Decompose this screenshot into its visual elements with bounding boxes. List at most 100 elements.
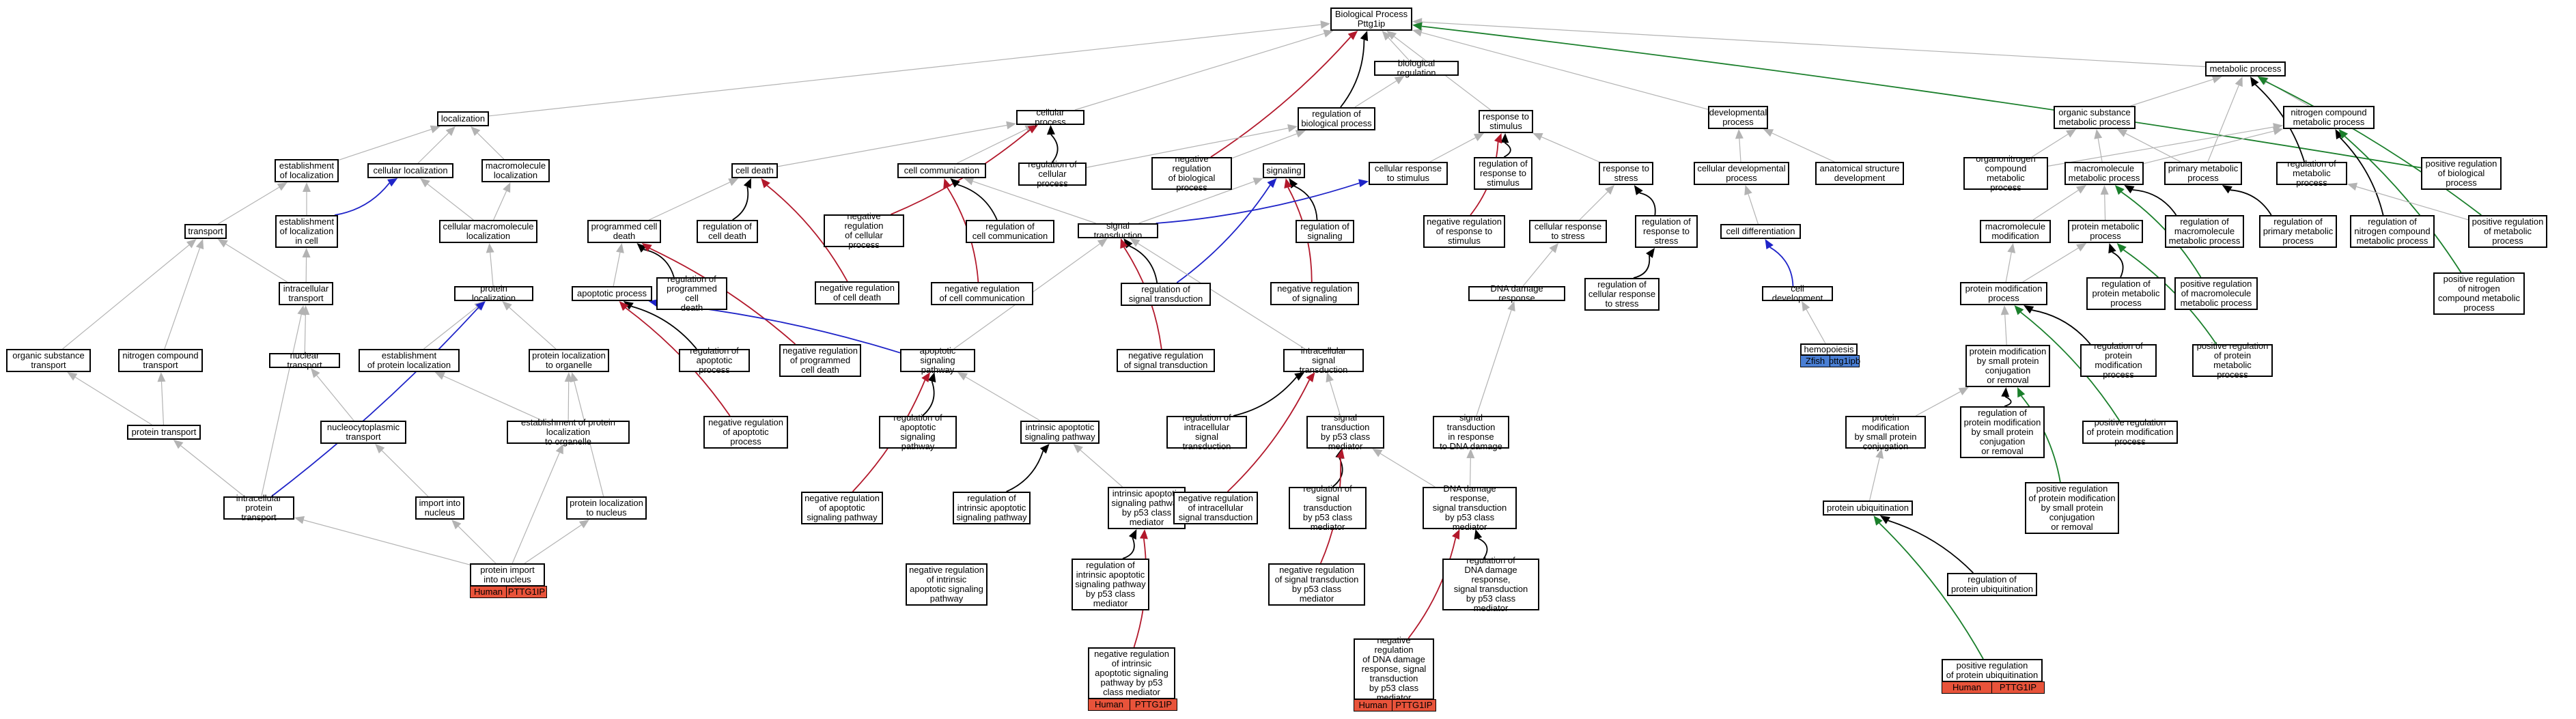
go-term-macroloc[interactable]: macromolecule localization: [481, 159, 550, 182]
go-term-celldeath[interactable]: cell death: [731, 163, 778, 178]
go-term-regprotmod[interactable]: regulation of protein modification proce…: [2080, 341, 2157, 380]
go-term-rts[interactable]: response to stimulus: [1479, 110, 1533, 133]
go-term-onmet[interactable]: organonitrogen compound metabolic proces…: [1963, 154, 2048, 193]
go-term-regintrasig[interactable]: regulation of intracellular signal trans…: [1166, 413, 1247, 451]
go-term-regpcd[interactable]: regulation of programmed cell death: [656, 274, 727, 313]
go-term-posregmacromet[interactable]: positive regulation of macromolecule met…: [2174, 277, 2258, 310]
go-term-signaling[interactable]: signaling: [1263, 163, 1305, 178]
go-term-proteintrans[interactable]: protein transport: [127, 425, 201, 440]
go-term-regbp[interactable]: regulation of biological process: [1298, 107, 1375, 130]
go-term-orgsubmet[interactable]: organic substance metabolic process: [2054, 106, 2136, 129]
go-term-regprotubiq[interactable]: regulation of protein ubiquitination: [1947, 573, 2037, 596]
go-term-ncompoundtrans[interactable]: nitrogen compound transport: [118, 349, 203, 372]
go-term-sigtransp53[interactable]: signal transduction by p53 class mediato…: [1306, 413, 1384, 451]
go-term-sigtransdna[interactable]: signal transduction in response to DNA d…: [1433, 413, 1509, 451]
go-term-negregapop[interactable]: negative regulation of apoptotic process: [703, 416, 788, 449]
go-term-ncmet[interactable]: nitrogen compound metabolic process: [2283, 106, 2375, 129]
go-term-negregapopsig[interactable]: negative regulation of apoptotic signali…: [801, 492, 883, 524]
go-term-protubiq[interactable]: protein ubiquitination: [1823, 501, 1913, 516]
go-term-negregintrinsicp53[interactable]: negative regulation of intrinsic apoptot…: [1088, 647, 1175, 699]
go-term-negregintrasig[interactable]: negative regulation of intracellular sig…: [1173, 492, 1258, 524]
go-term-protmodsmall[interactable]: protein modification by small protein co…: [1965, 345, 2050, 387]
go-term-cellmacroloc[interactable]: cellular macromolecule localization: [439, 220, 537, 243]
go-term-posregprotmod[interactable]: positive regulation of protein modificat…: [2082, 418, 2178, 447]
go-term-posregncmet[interactable]: positive regulation of nitrogen compound…: [2433, 272, 2525, 315]
go-term-regprimmet[interactable]: regulation of primary metabolic process: [2259, 215, 2337, 248]
go-term-estprotlocorg[interactable]: establishment of protein localization to…: [507, 418, 630, 447]
go-term-posregbp[interactable]: positive regulation of biological proces…: [2421, 157, 2502, 190]
go-term-pcd[interactable]: programmed cell death: [587, 220, 661, 243]
go-term-regcd[interactable]: regulation of cell death: [697, 220, 758, 243]
go-term-negregsig[interactable]: negative regulation of signaling: [1270, 282, 1359, 305]
go-term-negregcomm[interactable]: negative regulation of cell communicatio…: [931, 282, 1033, 305]
go-term-negregsigtransp53[interactable]: negative regulation of signal transducti…: [1268, 563, 1365, 606]
go-term-localization[interactable]: localization: [437, 111, 489, 126]
go-term-transport[interactable]: transport: [184, 224, 227, 239]
go-term-regrtstress[interactable]: regulation of response to stress: [1635, 215, 1698, 248]
go-term-apoptotic[interactable]: apoptotic process: [572, 286, 652, 301]
go-term-regmet[interactable]: regulation of metabolic process: [2276, 159, 2347, 188]
go-term-nucleocyto[interactable]: nucleocytoplasmic transport: [320, 421, 406, 444]
go-term-dnadamage[interactable]: DNA damage response: [1468, 284, 1565, 303]
go-term-regapopsig[interactable]: regulation of apoptotic signaling pathwa…: [879, 413, 957, 451]
go-term-rtstress[interactable]: response to stress: [1599, 162, 1653, 185]
go-term-regcrtstress[interactable]: regulation of cellular response to stres…: [1584, 278, 1660, 311]
go-term-negregsigtrans[interactable]: negative regulation of signal transducti…: [1117, 349, 1215, 372]
go-term-nucleartrans[interactable]: nuclear transport: [269, 351, 340, 370]
go-term-regsig[interactable]: regulation of signaling: [1296, 220, 1354, 243]
go-term-cellresp[interactable]: cellular response to stimulus: [1369, 162, 1448, 185]
go-term-posregprotubiq[interactable]: positive regulation of protein ubiquitin…: [1942, 659, 2043, 682]
go-term-cellloc[interactable]: cellular localization: [367, 163, 453, 178]
go-term-protimport[interactable]: protein import into nucleus: [470, 563, 545, 587]
go-term-macromet[interactable]: macromolecule metabolic process: [2064, 162, 2144, 185]
go-term-negregbp[interactable]: negative regulation of biological proces…: [1151, 154, 1232, 193]
go-term-sigtrans[interactable]: signal transduction: [1078, 221, 1158, 240]
go-term-regintrinsicp53[interactable]: regulation of intrinsic apoptotic signal…: [1072, 559, 1149, 610]
go-term-posregprotmodsmall[interactable]: positive regulation of protein modificat…: [2025, 482, 2119, 534]
go-term-protmodconj[interactable]: protein modification by small protein co…: [1845, 413, 1926, 451]
go-term-protlocorg[interactable]: protein localization to organelle: [529, 349, 609, 372]
go-term-regmacromet[interactable]: regulation of macromolecule metabolic pr…: [2165, 215, 2244, 248]
go-term-celldev[interactable]: cellular developmental process: [1694, 162, 1789, 185]
go-term-macromod[interactable]: macromolecule modification: [1980, 220, 2051, 243]
go-term-negregrts[interactable]: negative regulation of response to stimu…: [1423, 215, 1505, 248]
go-term-regsigtrans[interactable]: regulation of signal transduction: [1121, 283, 1211, 306]
go-term-metproc[interactable]: metabolic process: [2205, 61, 2286, 76]
go-term-bioreg[interactable]: biological regulation: [1374, 59, 1459, 78]
go-term-intractrans[interactable]: intracellular protein transport: [223, 494, 294, 522]
go-term-regdnadamagep53[interactable]: regulation of DNA damage response, signa…: [1442, 556, 1539, 613]
go-term-regsigtransp53[interactable]: regulation of signal transduction by p53…: [1289, 484, 1367, 532]
go-term-regprotmodsmall[interactable]: regulation of protein modification by sm…: [1960, 406, 2045, 458]
go-term-negregcp[interactable]: negative regulation of cellular process: [824, 212, 904, 250]
go-term-celldiff[interactable]: cell differentiation: [1720, 224, 1801, 239]
go-term-posregmet[interactable]: positive regulation of metabolic process: [2468, 215, 2547, 248]
go-term-importnuc[interactable]: import into nucleus: [415, 496, 464, 520]
go-term-regncmet[interactable]: regulation of nitrogen compound metaboli…: [2350, 215, 2435, 248]
go-term-posregprotmet[interactable]: positive regulation of protein metabolic…: [2192, 341, 2273, 380]
go-term-regcp[interactable]: regulation of cellular process: [1018, 160, 1087, 188]
go-term-cellproc[interactable]: cellular process: [1016, 108, 1084, 127]
go-term-negregintrinsic[interactable]: negative regulation of intrinsic apoptot…: [906, 563, 988, 606]
go-term-protlocnuc[interactable]: protein localization to nucleus: [566, 496, 647, 520]
go-term-negregcd[interactable]: negative regulation of cell death: [815, 281, 899, 305]
go-term-celldevel[interactable]: cell development: [1762, 284, 1833, 303]
go-term-regintrinsic[interactable]: regulation of intrinsic apoptotic signal…: [953, 492, 1031, 524]
go-term-regrts[interactable]: regulation of response to stimulus: [1474, 157, 1532, 190]
go-term-dnadamagep53[interactable]: DNA damage response, signal transduction…: [1423, 484, 1517, 532]
go-term-negregdnadamagep53[interactable]: negative regulation of DNA damage respon…: [1354, 636, 1434, 703]
go-term-apopsig[interactable]: apoptotic signaling pathway: [900, 346, 975, 375]
go-term-devproc[interactable]: developmental process: [1708, 106, 1768, 129]
go-term-regprotmet[interactable]: regulation of protein metabolic process: [2086, 277, 2166, 310]
go-term-estlocincell[interactable]: establishment of localization in cell: [275, 215, 338, 248]
go-term-primmet[interactable]: primary metabolic process: [2164, 162, 2242, 185]
go-term-protmod[interactable]: protein modification process: [1960, 282, 2047, 305]
go-term-estprotloc[interactable]: establishment of protein localization: [359, 349, 460, 372]
go-term-protmet[interactable]: protein metabolic process: [2068, 220, 2143, 243]
go-term-regapop[interactable]: regulation of apoptotic process: [679, 346, 750, 375]
go-term-negregpcd[interactable]: negative regulation of programmed cell d…: [779, 344, 861, 377]
go-term-intrinsicapop[interactable]: intrinsic apoptotic signaling pathway: [1020, 421, 1100, 444]
go-term-intransport[interactable]: intracellular transport: [279, 282, 333, 305]
go-term-cellrtstress[interactable]: cellular response to stress: [1529, 220, 1607, 243]
go-term-protloc[interactable]: protein localization: [454, 284, 533, 303]
go-term-regcomm[interactable]: regulation of cell communication: [966, 220, 1054, 243]
